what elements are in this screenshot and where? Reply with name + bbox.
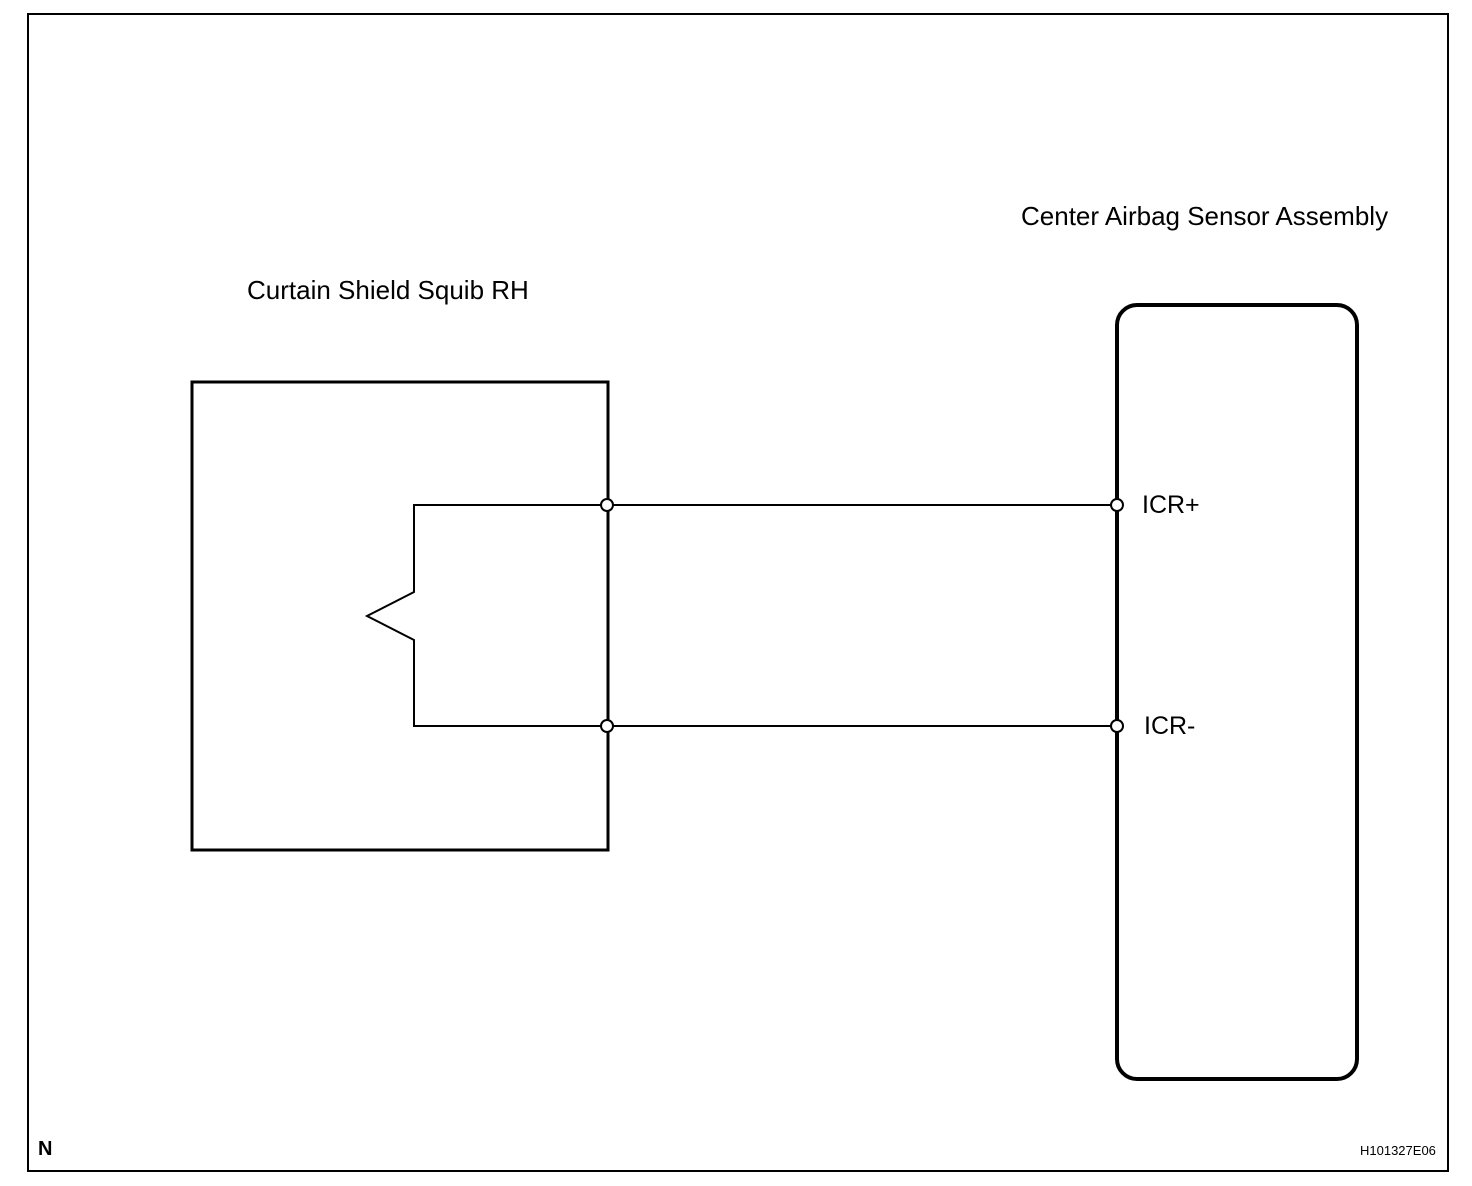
pin-label-icr-positive: ICR+	[1142, 491, 1200, 519]
squib-igniter-element	[364, 504, 607, 727]
terminal-squib-negative	[600, 719, 614, 733]
sensor-box	[1115, 303, 1359, 1081]
figure-code: H101327E06	[1360, 1143, 1436, 1158]
terminal-sensor-positive	[1110, 498, 1124, 512]
corner-mark: N	[38, 1138, 53, 1160]
pin-label-icr-negative: ICR-	[1144, 712, 1196, 740]
sensor-title: Center Airbag Sensor Assembly	[1021, 201, 1389, 231]
diagram-border	[27, 13, 1449, 1172]
terminal-sensor-negative	[1110, 719, 1124, 733]
squib-title: Curtain Shield Squib RH	[247, 275, 529, 305]
squib-box	[190, 380, 610, 852]
terminal-squib-positive	[600, 498, 614, 512]
